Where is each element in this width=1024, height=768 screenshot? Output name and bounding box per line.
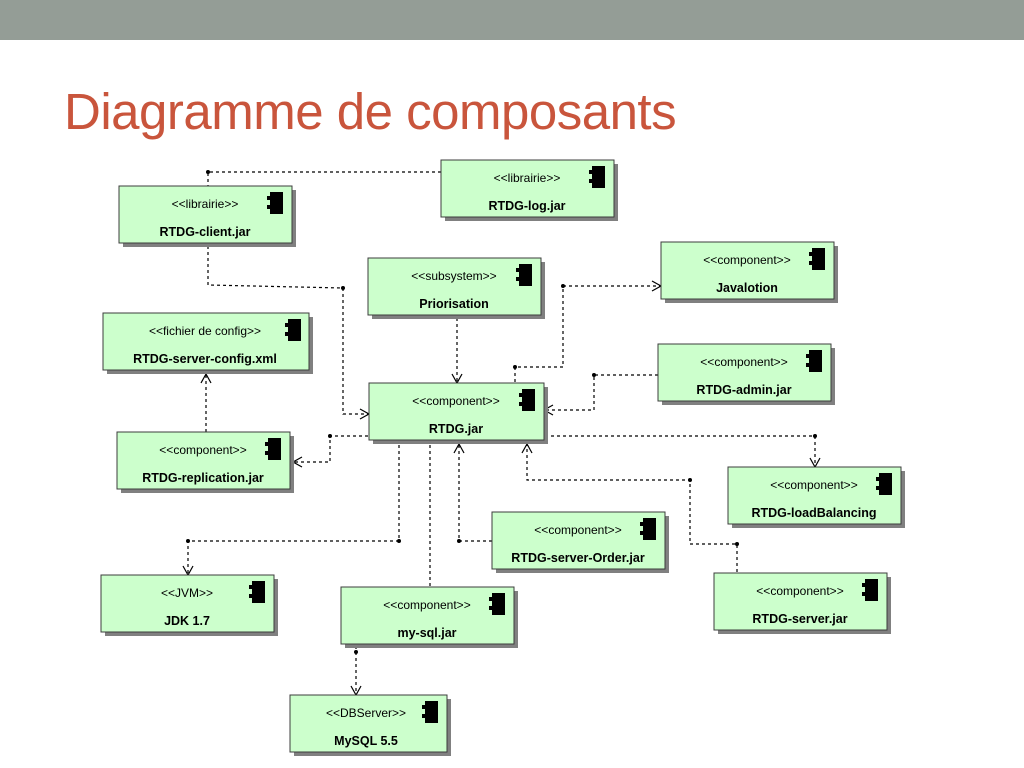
junction-dot — [397, 539, 401, 543]
top-bar — [0, 0, 1024, 40]
component-name: RTDG-server-config.xml — [133, 352, 277, 366]
component-rtdg-server[interactable]: <<component>> RTDG-server.jar — [713, 572, 891, 634]
component-name: RTDG-admin.jar — [696, 383, 791, 397]
component-name: RTDG-log.jar — [488, 199, 565, 213]
junction-dot — [592, 373, 596, 377]
component-rtdg-loadbalancing[interactable]: <<component>> RTDG-loadBalancing — [727, 466, 905, 528]
component-name: RTDG.jar — [429, 422, 483, 436]
component-name: my-sql.jar — [397, 626, 456, 640]
junction-dot — [561, 284, 565, 288]
junction-dot — [688, 478, 692, 482]
junction-dot — [513, 365, 517, 369]
component-name: Javalotion — [716, 281, 778, 295]
connector-rtdg-replication — [294, 435, 368, 463]
connector-order-rtdg — [458, 445, 492, 542]
component-stereotype: <<JVM>> — [161, 586, 213, 600]
component-name: RTDG-client.jar — [160, 225, 251, 239]
connector-server-rtdg — [526, 445, 738, 572]
connector-admin-rtdg — [545, 374, 658, 411]
junction-dot — [186, 539, 190, 543]
junction-dot — [341, 286, 345, 290]
component-rtdg-log[interactable]: <<librairie>> RTDG-log.jar — [440, 159, 618, 221]
component-name: MySQL 5.5 — [334, 734, 398, 748]
component-mysql-db[interactable]: <<DBServer>> MySQL 5.5 — [289, 694, 451, 756]
component-stereotype: <<fichier de config>> — [149, 324, 261, 338]
junction-dot — [735, 542, 739, 546]
component-javalotion[interactable]: <<component>> Javalotion — [660, 241, 838, 303]
connector-rtdg-loadbalancing — [545, 435, 816, 466]
component-stereotype: <<component>> — [159, 443, 246, 457]
component-stereotype: <<component>> — [383, 598, 470, 612]
component-stereotype: <<subsystem>> — [411, 269, 496, 283]
component-name: JDK 1.7 — [164, 614, 210, 628]
component-stereotype: <<component>> — [703, 253, 790, 267]
component-mysql-jar[interactable]: <<component>> my-sql.jar — [340, 586, 518, 648]
component-rtdg-admin[interactable]: <<component>> RTDG-admin.jar — [657, 343, 835, 405]
component-name: RTDG-loadBalancing — [751, 506, 876, 520]
component-stereotype: <<component>> — [534, 523, 621, 537]
component-name: Priorisation — [419, 297, 488, 311]
component-rtdg-server-order[interactable]: <<component>> RTDG-server-Order.jar — [491, 511, 669, 573]
component-name: RTDG-replication.jar — [142, 471, 264, 485]
component-rtdg-replication[interactable]: <<component>> RTDG-replication.jar — [116, 431, 294, 493]
component-name: RTDG-server.jar — [752, 612, 847, 626]
junction-dot — [206, 170, 210, 174]
component-stereotype: <<DBServer>> — [326, 706, 406, 720]
component-rtdg-jar[interactable]: <<component>> RTDG.jar — [368, 382, 548, 444]
component-stereotype: <<component>> — [700, 355, 787, 369]
component-stereotype: <<librairie>> — [494, 171, 561, 185]
connector-log-client — [207, 171, 441, 186]
junction-dot — [328, 434, 332, 438]
component-priorisation[interactable]: <<subsystem>> Priorisation — [367, 257, 545, 319]
component-name: RTDG-server-Order.jar — [511, 551, 645, 565]
component-jdk[interactable]: <<JVM>> JDK 1.7 — [100, 574, 278, 636]
component-stereotype: <<component>> — [412, 394, 499, 408]
connector-rtdg-jdk — [187, 445, 400, 574]
junction-dot — [457, 539, 461, 543]
junction-dot — [813, 434, 817, 438]
component-stereotype: <<component>> — [770, 478, 857, 492]
component-stereotype: <<component>> — [756, 584, 843, 598]
slide-title: Diagramme de composants — [64, 83, 677, 140]
component-rtdg-server-config[interactable]: <<fichier de config>> RTDG-server-config… — [102, 312, 313, 374]
component-stereotype: <<librairie>> — [172, 197, 239, 211]
component-rtdg-client[interactable]: <<librairie>> RTDG-client.jar — [118, 185, 296, 247]
connector-rtdg-javalotion — [514, 285, 660, 382]
junction-dot — [354, 650, 358, 654]
